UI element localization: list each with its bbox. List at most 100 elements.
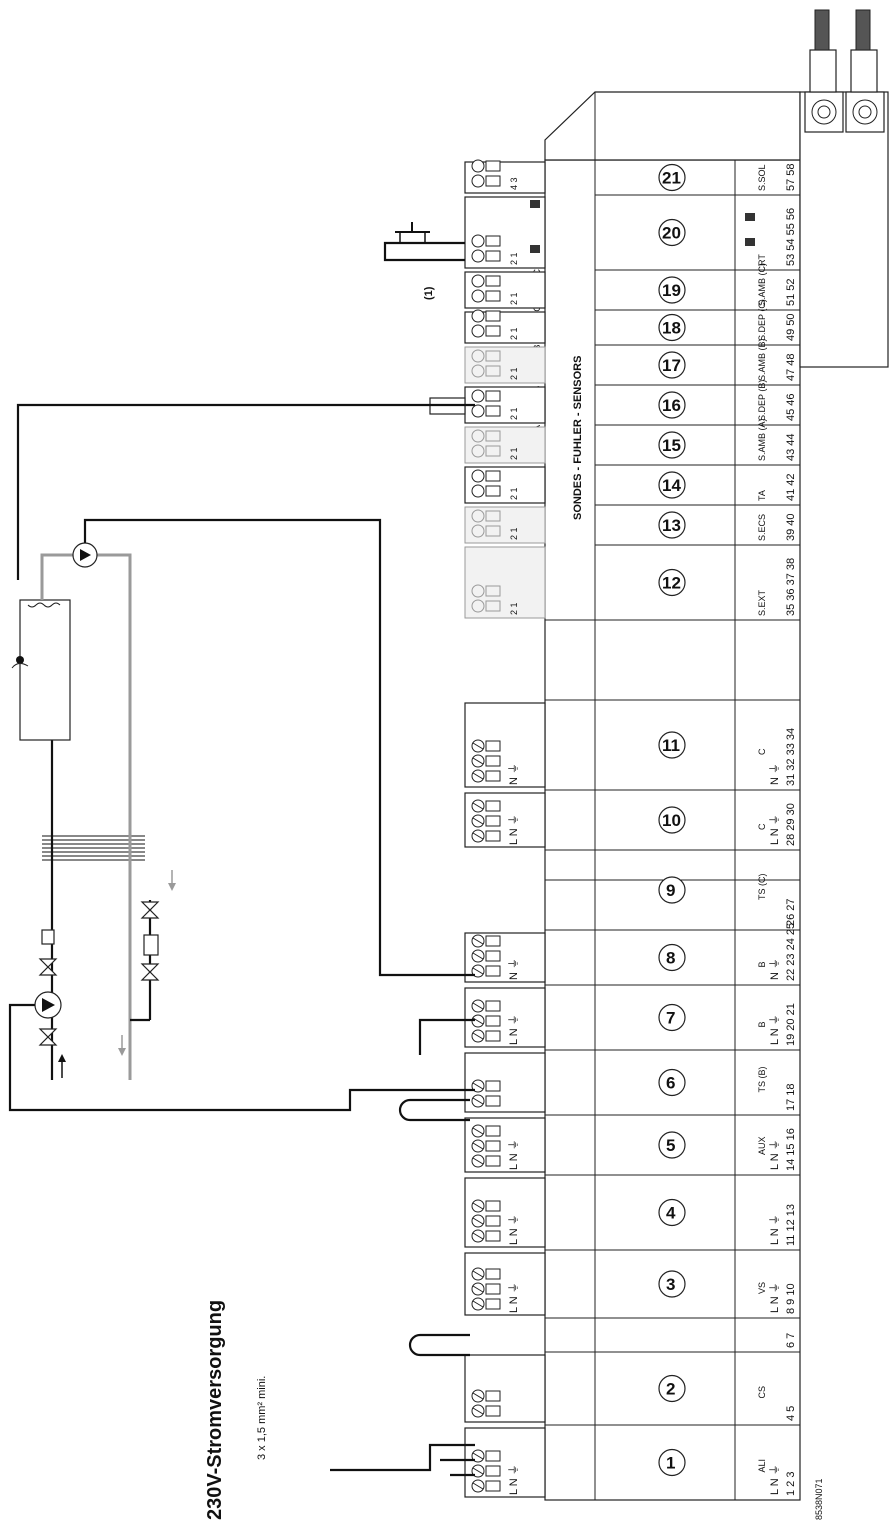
module-label: TS (C) xyxy=(757,874,767,901)
module-number-badge xyxy=(658,391,686,419)
screw-terminal-icon xyxy=(471,324,485,338)
module-number: 7 xyxy=(666,1009,675,1028)
module-pins: 31 32 33 34 xyxy=(785,728,797,786)
module-number-badge xyxy=(658,1448,686,1477)
module-number-badge xyxy=(658,1374,686,1403)
screw-terminal-icon xyxy=(471,349,485,363)
module-terminals: L N ⏚ xyxy=(768,1282,781,1313)
module-label: S.AMB (C) xyxy=(757,263,767,306)
module-pins: 43 44 xyxy=(785,433,797,461)
plug-connector: 2 1 xyxy=(464,426,546,464)
module-label: S.ECS xyxy=(757,514,767,541)
plug-connector xyxy=(464,1052,546,1113)
plug-connector: 2 1 xyxy=(464,506,546,544)
plug-pins: 2 1 xyxy=(509,292,519,305)
plug-connector: L N ⏚ xyxy=(464,1117,546,1173)
plug-connector: L N ⏚ xyxy=(464,1252,546,1316)
module-number: 17 xyxy=(662,356,681,375)
plug-connector xyxy=(464,1354,546,1423)
plug-pins: 2 1 xyxy=(509,327,519,340)
module-number: 16 xyxy=(662,396,681,415)
plug-connectors: L N ⏚L N ⏚L N ⏚L N ⏚L N ⏚N ⏚L N ⏚N ⏚2 12… xyxy=(429,159,755,1498)
rt-connector-icon xyxy=(745,213,755,221)
screw-terminal-icon xyxy=(471,509,485,523)
module-pins: 11 12 13 xyxy=(785,1204,797,1246)
plug-pins: 2 1 xyxy=(509,367,519,380)
module-terminals: N ⏚ xyxy=(768,763,781,785)
module-number: 13 xyxy=(662,516,681,535)
screw-terminal-icon xyxy=(471,469,485,483)
module-label: C xyxy=(757,748,767,755)
module-number-badge xyxy=(658,218,686,247)
module-number: 6 xyxy=(666,1074,675,1093)
module-label: B xyxy=(757,1021,767,1027)
plug-pins: 2 1 xyxy=(509,447,519,460)
module-label: VS xyxy=(757,1282,767,1294)
footnote-marker: (1) xyxy=(423,286,435,300)
swimming-pool-icon xyxy=(11,656,29,669)
plug-connector: N ⏚ xyxy=(464,932,546,983)
module-label: B xyxy=(757,961,767,967)
plug-terminals: N ⏚ xyxy=(507,763,520,785)
module-number: 11 xyxy=(662,736,680,755)
plug-connector: 2 1 xyxy=(464,466,546,504)
module-pins: 49 50 xyxy=(785,313,797,341)
module-terminals: L N ⏚ xyxy=(768,814,781,845)
module-pins: 39 40 xyxy=(785,513,797,541)
module-pins: 6 7 xyxy=(785,1333,797,1348)
module-number-badge xyxy=(658,568,686,597)
plug-connector: 4 3 xyxy=(464,159,546,194)
module-number: 10 xyxy=(662,811,681,830)
heat-exchanger-icon xyxy=(42,835,145,861)
module-number-badge xyxy=(658,806,686,834)
power-module: 4L N ⏚11 12 13 xyxy=(658,1198,797,1246)
bridge-jumper-icon xyxy=(398,1098,470,1122)
module-pins: 51 52 xyxy=(785,278,797,306)
three-way-valve-icon xyxy=(140,901,160,981)
hydraulic-schematic xyxy=(8,403,475,1112)
module-number-badge xyxy=(658,876,686,904)
module-pins: 22 23 24 25 xyxy=(785,923,797,981)
module-label: S.EXT xyxy=(757,589,767,616)
screw-terminal-icon xyxy=(471,584,485,598)
screw-terminal-icon xyxy=(471,484,485,498)
module-dividers xyxy=(545,159,800,1501)
module-number: 12 xyxy=(662,574,681,593)
plug-connector: 2 1 xyxy=(464,546,546,619)
module-number-badge xyxy=(658,313,686,342)
module-number: 9 xyxy=(666,881,675,900)
module-pins: 19 20 21 xyxy=(785,1003,797,1046)
module-number: 3 xyxy=(666,1275,675,1294)
rt-connector-icon xyxy=(745,238,755,246)
module-number: 14 xyxy=(662,476,681,495)
module-number-badge xyxy=(658,1270,686,1298)
module-label: CS xyxy=(757,1386,767,1399)
module-number: 15 xyxy=(662,436,681,455)
module-number: 18 xyxy=(662,319,681,338)
valve-icon xyxy=(38,958,58,976)
bridge-jumper-icon xyxy=(408,1333,470,1357)
valve-icon xyxy=(41,929,55,945)
module-number: 5 xyxy=(666,1136,675,1155)
power-module: 6 7 xyxy=(785,1333,797,1348)
module-pins: 35 36 37 38 xyxy=(785,558,797,616)
plug-terminals: L N ⏚ xyxy=(507,1214,520,1245)
module-terminals: L N ⏚ xyxy=(768,1464,781,1495)
screw-terminal-icon xyxy=(471,274,485,288)
plug-terminals: L N ⏚ xyxy=(507,1282,520,1313)
sensor-module: 18S.DEP (C)49 50S.DEP C xyxy=(532,299,797,342)
module-label: S.SOL xyxy=(757,164,767,191)
module-number-badge xyxy=(658,1068,686,1097)
rt-connector-icon xyxy=(530,200,540,208)
module-terminals: L N ⏚ xyxy=(768,1139,781,1170)
module-number-badge xyxy=(658,511,686,539)
module-label: TA xyxy=(757,490,767,501)
module-pins: 28 29 30 xyxy=(785,803,797,846)
plug-terminals: L N ⏚ xyxy=(507,1014,520,1045)
plug-terminals: N ⏚ xyxy=(507,958,520,980)
module-number: 8 xyxy=(666,949,675,968)
module-number: 19 xyxy=(662,281,681,300)
rt-connector-block xyxy=(799,9,889,368)
